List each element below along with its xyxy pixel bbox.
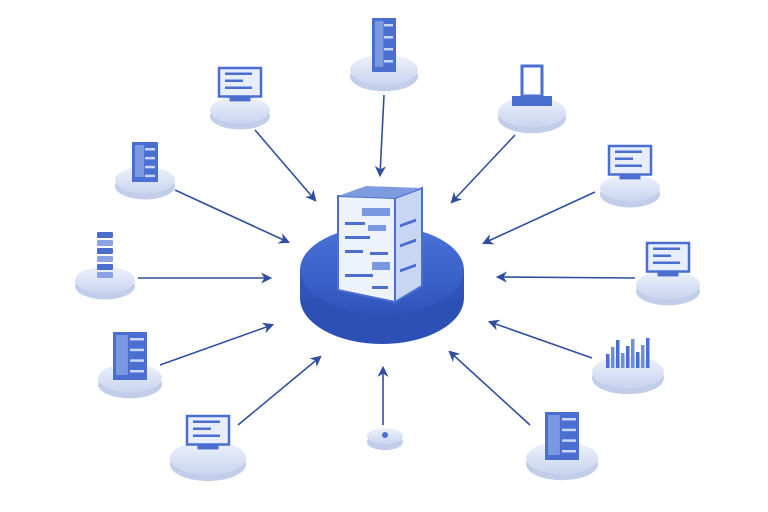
node-laptop-left[interactable] — [170, 414, 246, 482]
arrow-small-building — [174, 189, 291, 244]
node-server-tower[interactable] — [350, 18, 418, 92]
node-printer-3d[interactable] — [498, 64, 566, 134]
database-stack-icon — [97, 232, 113, 278]
node-office-building[interactable] — [98, 332, 162, 399]
arrow-chart-monitor — [495, 271, 636, 283]
server-tower-icon — [372, 18, 396, 72]
central-hub[interactable] — [300, 186, 464, 344]
node-chart-monitor[interactable] — [636, 241, 700, 306]
arrow-desktop-monitor — [254, 129, 317, 202]
node-laptop-right[interactable] — [600, 144, 660, 208]
arrow-file-cabinet — [448, 350, 531, 426]
platform-top — [210, 96, 270, 124]
node-bar-chart[interactable] — [592, 338, 664, 395]
platform-top — [600, 174, 660, 202]
node-sensor-point[interactable] — [367, 427, 403, 451]
node-desktop-monitor[interactable] — [210, 66, 270, 130]
file-cabinet-icon — [545, 412, 579, 460]
office-building-icon — [113, 332, 147, 380]
platform-top — [636, 270, 700, 300]
node-file-cabinet[interactable] — [526, 412, 598, 481]
building-icon — [132, 142, 158, 182]
monitor-icon — [217, 66, 263, 102]
arrow-printer-3d — [450, 134, 516, 204]
monitor-chart-icon — [645, 241, 691, 277]
arrow-server-tower — [374, 94, 387, 178]
document-server-icon — [337, 186, 423, 304]
node-point-icon — [382, 432, 388, 438]
platform-top — [75, 266, 135, 294]
node-stacked-disks[interactable] — [75, 232, 135, 300]
platform-top — [170, 440, 246, 476]
arrow-bar-chart — [487, 319, 593, 359]
printer-icon — [512, 64, 552, 106]
arrow-laptop-right — [481, 191, 596, 245]
laptop-icon — [185, 414, 231, 450]
laptop-icon — [607, 144, 653, 180]
arrow-laptop-left — [237, 355, 322, 426]
node-small-building[interactable] — [115, 142, 175, 200]
arrow-office-building — [159, 322, 275, 366]
bar-chart-icon — [606, 338, 650, 368]
